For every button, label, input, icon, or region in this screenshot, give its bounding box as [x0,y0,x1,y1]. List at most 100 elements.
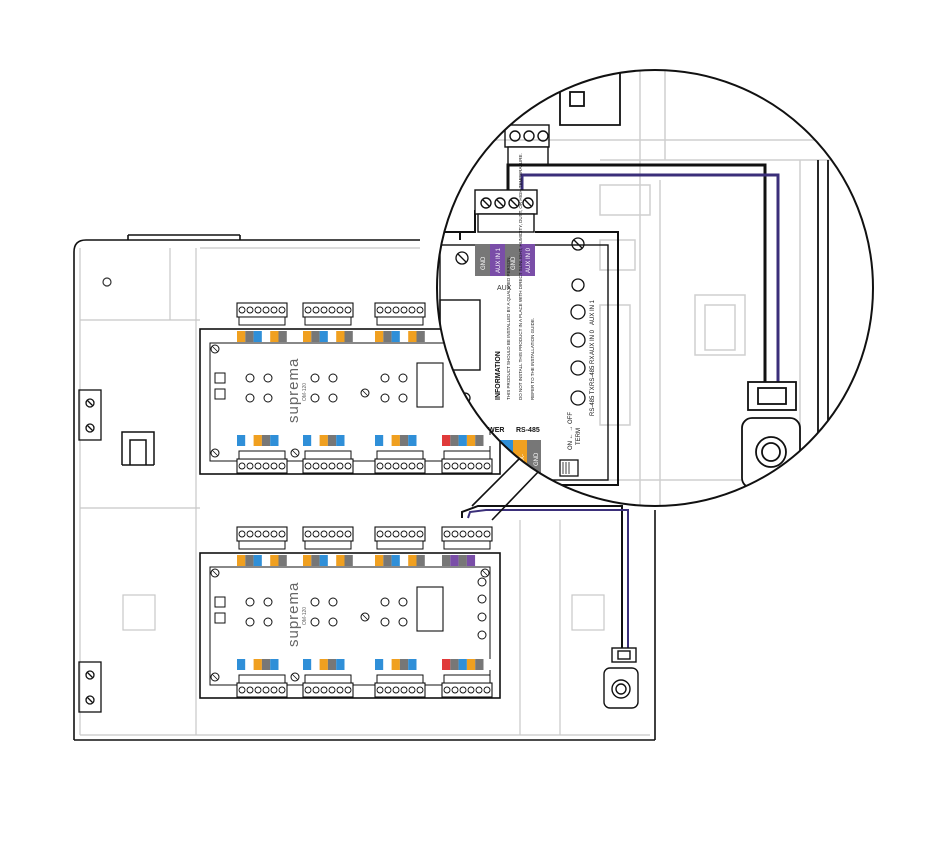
terminal-block [374,526,426,550]
terminal-screw [304,306,312,314]
brand-logo: suprema [285,358,302,423]
aux-labels: GND AUX IN 1 GND AUX IN 0 AUX [475,244,535,292]
terminal-screw [392,530,400,538]
led-label-0: AUX IN 1 [590,299,596,325]
terminal-screw [320,306,328,314]
terminal-screw [278,306,286,314]
terminal-screw [459,686,467,694]
terminal-screw [443,686,451,694]
terminal-block [374,450,426,474]
terminal-screw [416,462,424,470]
terminal-screw [254,686,262,694]
terminal-block [374,674,426,698]
status-led [477,612,487,622]
terminal-block [302,450,354,474]
terminal-screw [304,462,312,470]
status-led [398,393,408,403]
dip-switch [214,372,226,384]
terminal-screw [270,530,278,538]
terminal-color-strip [237,659,287,670]
terminal-screw [246,686,254,694]
terminal-screw [392,686,400,694]
terminal-screw [312,686,320,694]
terminal-screw [475,530,483,538]
terminal-screw [336,306,344,314]
terminal-screw [400,306,408,314]
terminal-screw [483,462,491,470]
status-led [477,577,487,587]
bracket-slot [121,431,155,465]
status-led [310,373,320,383]
terminal-screw [312,306,320,314]
terminal-screw [443,462,451,470]
terminal-color-strip [375,555,425,566]
terminal-screw [467,686,475,694]
terminal-screw [416,306,424,314]
status-led [245,597,255,607]
led-labels: AUX IN 1 AUX IN 0 RS-485 RX RS-485 TX [590,299,596,416]
status-leds [570,278,586,406]
status-led [328,597,338,607]
aux-term-1: AUX IN 1 [496,247,502,273]
terminal-screw [392,306,400,314]
aux-terminal-block [474,189,538,233]
terminal-color-strip [237,555,287,566]
terminal-screw [262,530,270,538]
terminal-screw [336,530,344,538]
aux-term-0: GND [481,256,487,270]
aux-term-3: AUX IN 0 [526,247,532,273]
status-led [245,393,255,403]
terminal-screw [408,530,416,538]
terminal-screw [475,686,483,694]
callout-lines [471,457,541,521]
status-led [263,617,273,627]
terminal-screw [376,462,384,470]
status-led [380,373,390,383]
rs485-term-0: TRX+ [506,452,512,468]
status-led [310,617,320,627]
terminal-screw [262,462,270,470]
terminal-screw [312,530,320,538]
rs485-label: RS-485 [516,427,540,434]
status-led [310,393,320,403]
terminal-screw [459,530,467,538]
terminal-screw [376,686,384,694]
terminal-screw [400,686,408,694]
terminal-screw [238,530,246,538]
hinge-top [78,389,102,441]
info-text-2: DO NOT INSTALL THIS PRODUCT IN A PLACE W… [518,153,523,400]
status-led [263,393,273,403]
terminal-screw [328,530,336,538]
magnifier-ring [436,69,874,507]
terminal-screw [246,462,254,470]
terminal-block [441,526,493,550]
terminal-screw [262,686,270,694]
terminal-screw [384,686,392,694]
info-title: INFORMATION [495,351,502,400]
main-wires [461,505,629,648]
dip-switch [214,612,226,624]
terminal-screw [238,686,246,694]
dip-switch [214,596,226,608]
terminal-screw [336,462,344,470]
status-led [380,393,390,403]
terminal-screw [400,462,408,470]
terminal-color-strip [375,659,425,670]
model-label: OM-120 [302,383,308,401]
terminal-color-strip [237,435,287,446]
terminal-screw [344,306,352,314]
terminal-screw [246,530,254,538]
terminal-screw [443,530,451,538]
terminal-block [236,674,288,698]
status-led [380,597,390,607]
terminal-screw [475,462,483,470]
status-led [328,393,338,403]
terminal-color-strip [237,331,287,342]
terminal-block [302,526,354,550]
enclosure-inner-lines [79,247,650,736]
terminal-screw [400,530,408,538]
terminal-block [236,526,288,550]
terminal-screw [312,462,320,470]
terminal-screw [254,306,262,314]
